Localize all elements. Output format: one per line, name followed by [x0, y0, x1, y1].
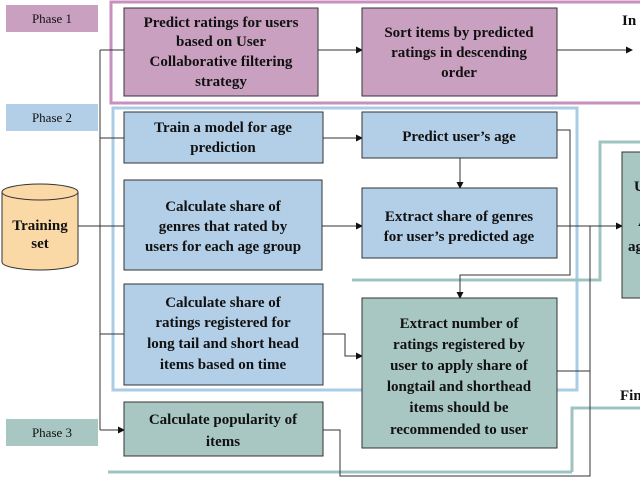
initial-label: In [622, 13, 637, 29]
svg-text:items: items [206, 434, 240, 450]
svg-text:set: set [31, 236, 49, 252]
svg-text:U: U [634, 179, 640, 195]
svg-text:Calculate share of: Calculate share of [165, 295, 282, 311]
box-popularity: Calculate popularity of items [123, 401, 324, 457]
svg-text:Calculate popularity of: Calculate popularity of [149, 412, 298, 428]
box-extract-genres: Extract share of genres for user’s predic… [361, 187, 558, 259]
box-sort-items: Sort items by predicted ratings in descen… [361, 7, 558, 97]
svg-text:Training: Training [12, 218, 68, 234]
svg-text:ratings registered by: ratings registered by [393, 337, 525, 353]
svg-text:ratings registered for: ratings registered for [155, 315, 291, 331]
final-label: Fin [620, 388, 640, 404]
svg-text:for user’s predicted age: for user’s predicted age [384, 229, 535, 245]
svg-text:users for each age group: users for each age group [145, 239, 301, 255]
svg-text:Calculate share of: Calculate share of [165, 199, 282, 215]
svg-text:Predict user’s age: Predict user’s age [402, 129, 516, 145]
training-set-cylinder: Training set [1, 183, 79, 271]
svg-text:ag: ag [628, 239, 640, 255]
svg-text:items based on time: items based on time [160, 357, 287, 373]
svg-text:recommended to user: recommended to user [390, 422, 528, 438]
svg-text:Collaborative filtering: Collaborative filtering [150, 54, 293, 70]
svg-text:genres that rated by: genres that rated by [159, 219, 288, 235]
svg-text:Phase 1: Phase 1 [32, 11, 72, 26]
box-extract-number: Extract number of ratings registered by us… [361, 297, 558, 449]
svg-text:longtail and shorthead: longtail and shorthead [387, 379, 532, 395]
svg-text:prediction: prediction [190, 140, 256, 156]
svg-text:based on User: based on User [176, 34, 266, 50]
svg-text:ratings in descending: ratings in descending [391, 45, 527, 61]
svg-text:Extract number of: Extract number of [400, 316, 520, 332]
box-predict-age: Predict user’s age [361, 111, 558, 159]
box-collaborative-filtering: Predict ratings for users based on UserCo… [123, 7, 319, 97]
svg-text:Sort items by predicted: Sort items by predicted [384, 25, 534, 41]
svg-text:A: A [638, 214, 640, 230]
box-right-partial: U Aag [621, 151, 640, 299]
svg-text:long tail and short head: long tail and short head [147, 336, 299, 352]
svg-text:Train a model for age: Train a model for age [154, 120, 292, 136]
svg-text:Predict ratings for users: Predict ratings for users [144, 15, 299, 31]
phase3-label: Phase 3 [6, 419, 98, 446]
svg-text:Phase 3: Phase 3 [32, 425, 72, 440]
svg-text:items should be: items should be [409, 400, 509, 416]
phase1-label: Phase 1 [6, 5, 98, 32]
box-train-age-model: Train a model for age prediction [123, 111, 324, 164]
phase2-outline [111, 106, 579, 392]
phase1-outline [109, 0, 640, 105]
svg-text:strategy: strategy [195, 74, 247, 90]
phase2-label: Phase 2 [6, 104, 98, 131]
box-calc-genres: Calculate share of genres that rated by us… [123, 179, 323, 271]
box-calc-ratings: Calculate share of ratings registered for… [123, 283, 324, 386]
svg-text:Extract share of genres: Extract share of genres [385, 209, 533, 225]
svg-text:Phase 2: Phase 2 [32, 110, 72, 125]
svg-text:order: order [441, 65, 477, 81]
svg-text:user to apply share of: user to apply share of [390, 358, 529, 374]
